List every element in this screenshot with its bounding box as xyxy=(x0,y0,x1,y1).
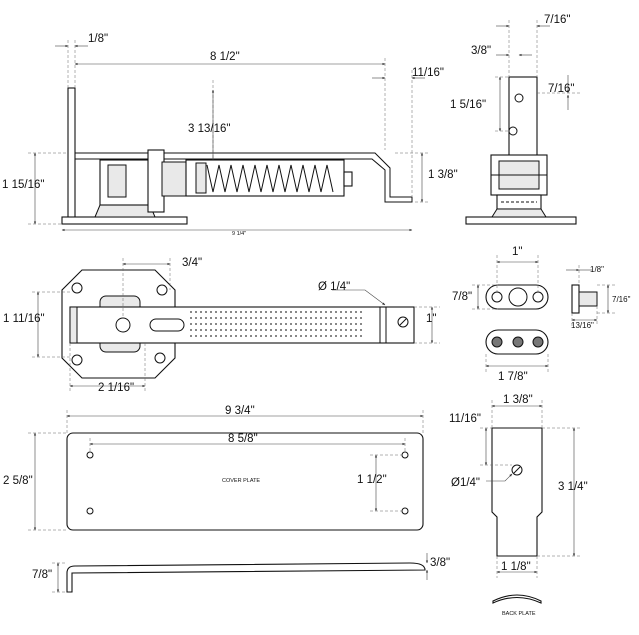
cover-plate: COVER PLATE xyxy=(66,432,424,531)
cover-profile xyxy=(66,562,426,593)
dim-back-height: 3 1/4" xyxy=(558,481,588,493)
dim-roller-height: 7/8" xyxy=(452,291,472,303)
dim-arm-offset: 11/16" xyxy=(412,67,444,79)
end-view xyxy=(465,76,577,225)
dim-cover-height: 2 5/8" xyxy=(3,475,33,487)
dim-pivot-offset: 3/4" xyxy=(182,257,202,269)
back-plate-label: BACK PLATE xyxy=(502,611,536,617)
top-view xyxy=(61,269,415,379)
dim-pin-length: 13/16" xyxy=(571,321,594,330)
dim-cover-length: 9 3/4" xyxy=(225,405,255,417)
dim-offset-left: 1/8" xyxy=(88,33,108,45)
dim-overall-length: 8 1/2" xyxy=(210,51,240,63)
roller-plates xyxy=(485,284,549,355)
dim-mount-height: 1 11/16" xyxy=(3,313,45,325)
dim-top-offset: 3/8" xyxy=(471,45,491,57)
dim-top-width: 7/16" xyxy=(544,14,570,26)
dim-pivot-to-arm: 3 13/16" xyxy=(188,123,230,135)
back-plate-dimensions: 1 3/8" 11/16" Ø1/4" 3 1/4" 1 1/8" xyxy=(449,394,588,578)
dim-back-top-offset: 11/16" xyxy=(449,413,481,425)
dim-pin-diameter: 1/8" xyxy=(590,265,604,274)
cover-profile-dimensions: 7/8" 3/8" xyxy=(32,553,450,593)
pin xyxy=(571,284,598,314)
end-view-dimensions: 7/16" 3/8" 7/16" 1 5/16" xyxy=(450,14,580,132)
dim-side-offset: 7/16" xyxy=(548,83,574,95)
cover-plate-dimensions: 9 3/4" 8 5/8" 2 5/8" 1 1/2" xyxy=(3,405,424,531)
dim-roller-hole-spacing: 1" xyxy=(512,246,522,258)
dim-cover-hole-spacing: 8 5/8" xyxy=(228,433,258,445)
dim-base-length: 9 1/4" xyxy=(232,231,246,237)
dim-roller-total-width: 1 7/8" xyxy=(498,371,528,383)
dim-pin-head-height: 7/16" xyxy=(612,295,631,304)
dim-cover-hole-vertical: 1 1/2" xyxy=(357,474,387,486)
pin-dimensions: 1/8" 7/16" 13/16" xyxy=(566,265,631,330)
dim-back-width: 1 3/8" xyxy=(503,394,533,406)
dim-hole-diameter: Ø 1/4" xyxy=(318,281,350,293)
dim-total-height: 1 15/16" xyxy=(2,179,44,191)
dim-arm-width: 1" xyxy=(426,313,436,325)
dim-hole-height: 1 5/16" xyxy=(450,99,486,111)
dim-pivot-from-left: 2 1/16" xyxy=(98,382,134,394)
dim-back-hole-diameter: Ø1/4" xyxy=(451,477,480,489)
dim-back-bottom-width: 1 1/8" xyxy=(501,561,531,573)
roller-plate-dimensions: 1" 7/8" 1 7/8" xyxy=(452,246,549,383)
back-plate: BACK PLATE xyxy=(491,427,543,617)
dim-arm-height: 1 3/8" xyxy=(428,169,458,181)
top-view-dimensions: 3/4" Ø 1/4" 1 11/16" 1" 2 1/16" xyxy=(3,257,440,394)
side-view xyxy=(61,87,413,225)
dim-profile-thickness: 3/8" xyxy=(430,557,450,569)
side-view-dimensions: 1/8" 8 1/2" 11/16" 3 13/16" 1 15/16" 1 3… xyxy=(2,33,458,237)
cover-plate-label: COVER PLATE xyxy=(222,478,260,484)
dim-profile-depth: 7/8" xyxy=(32,569,52,581)
